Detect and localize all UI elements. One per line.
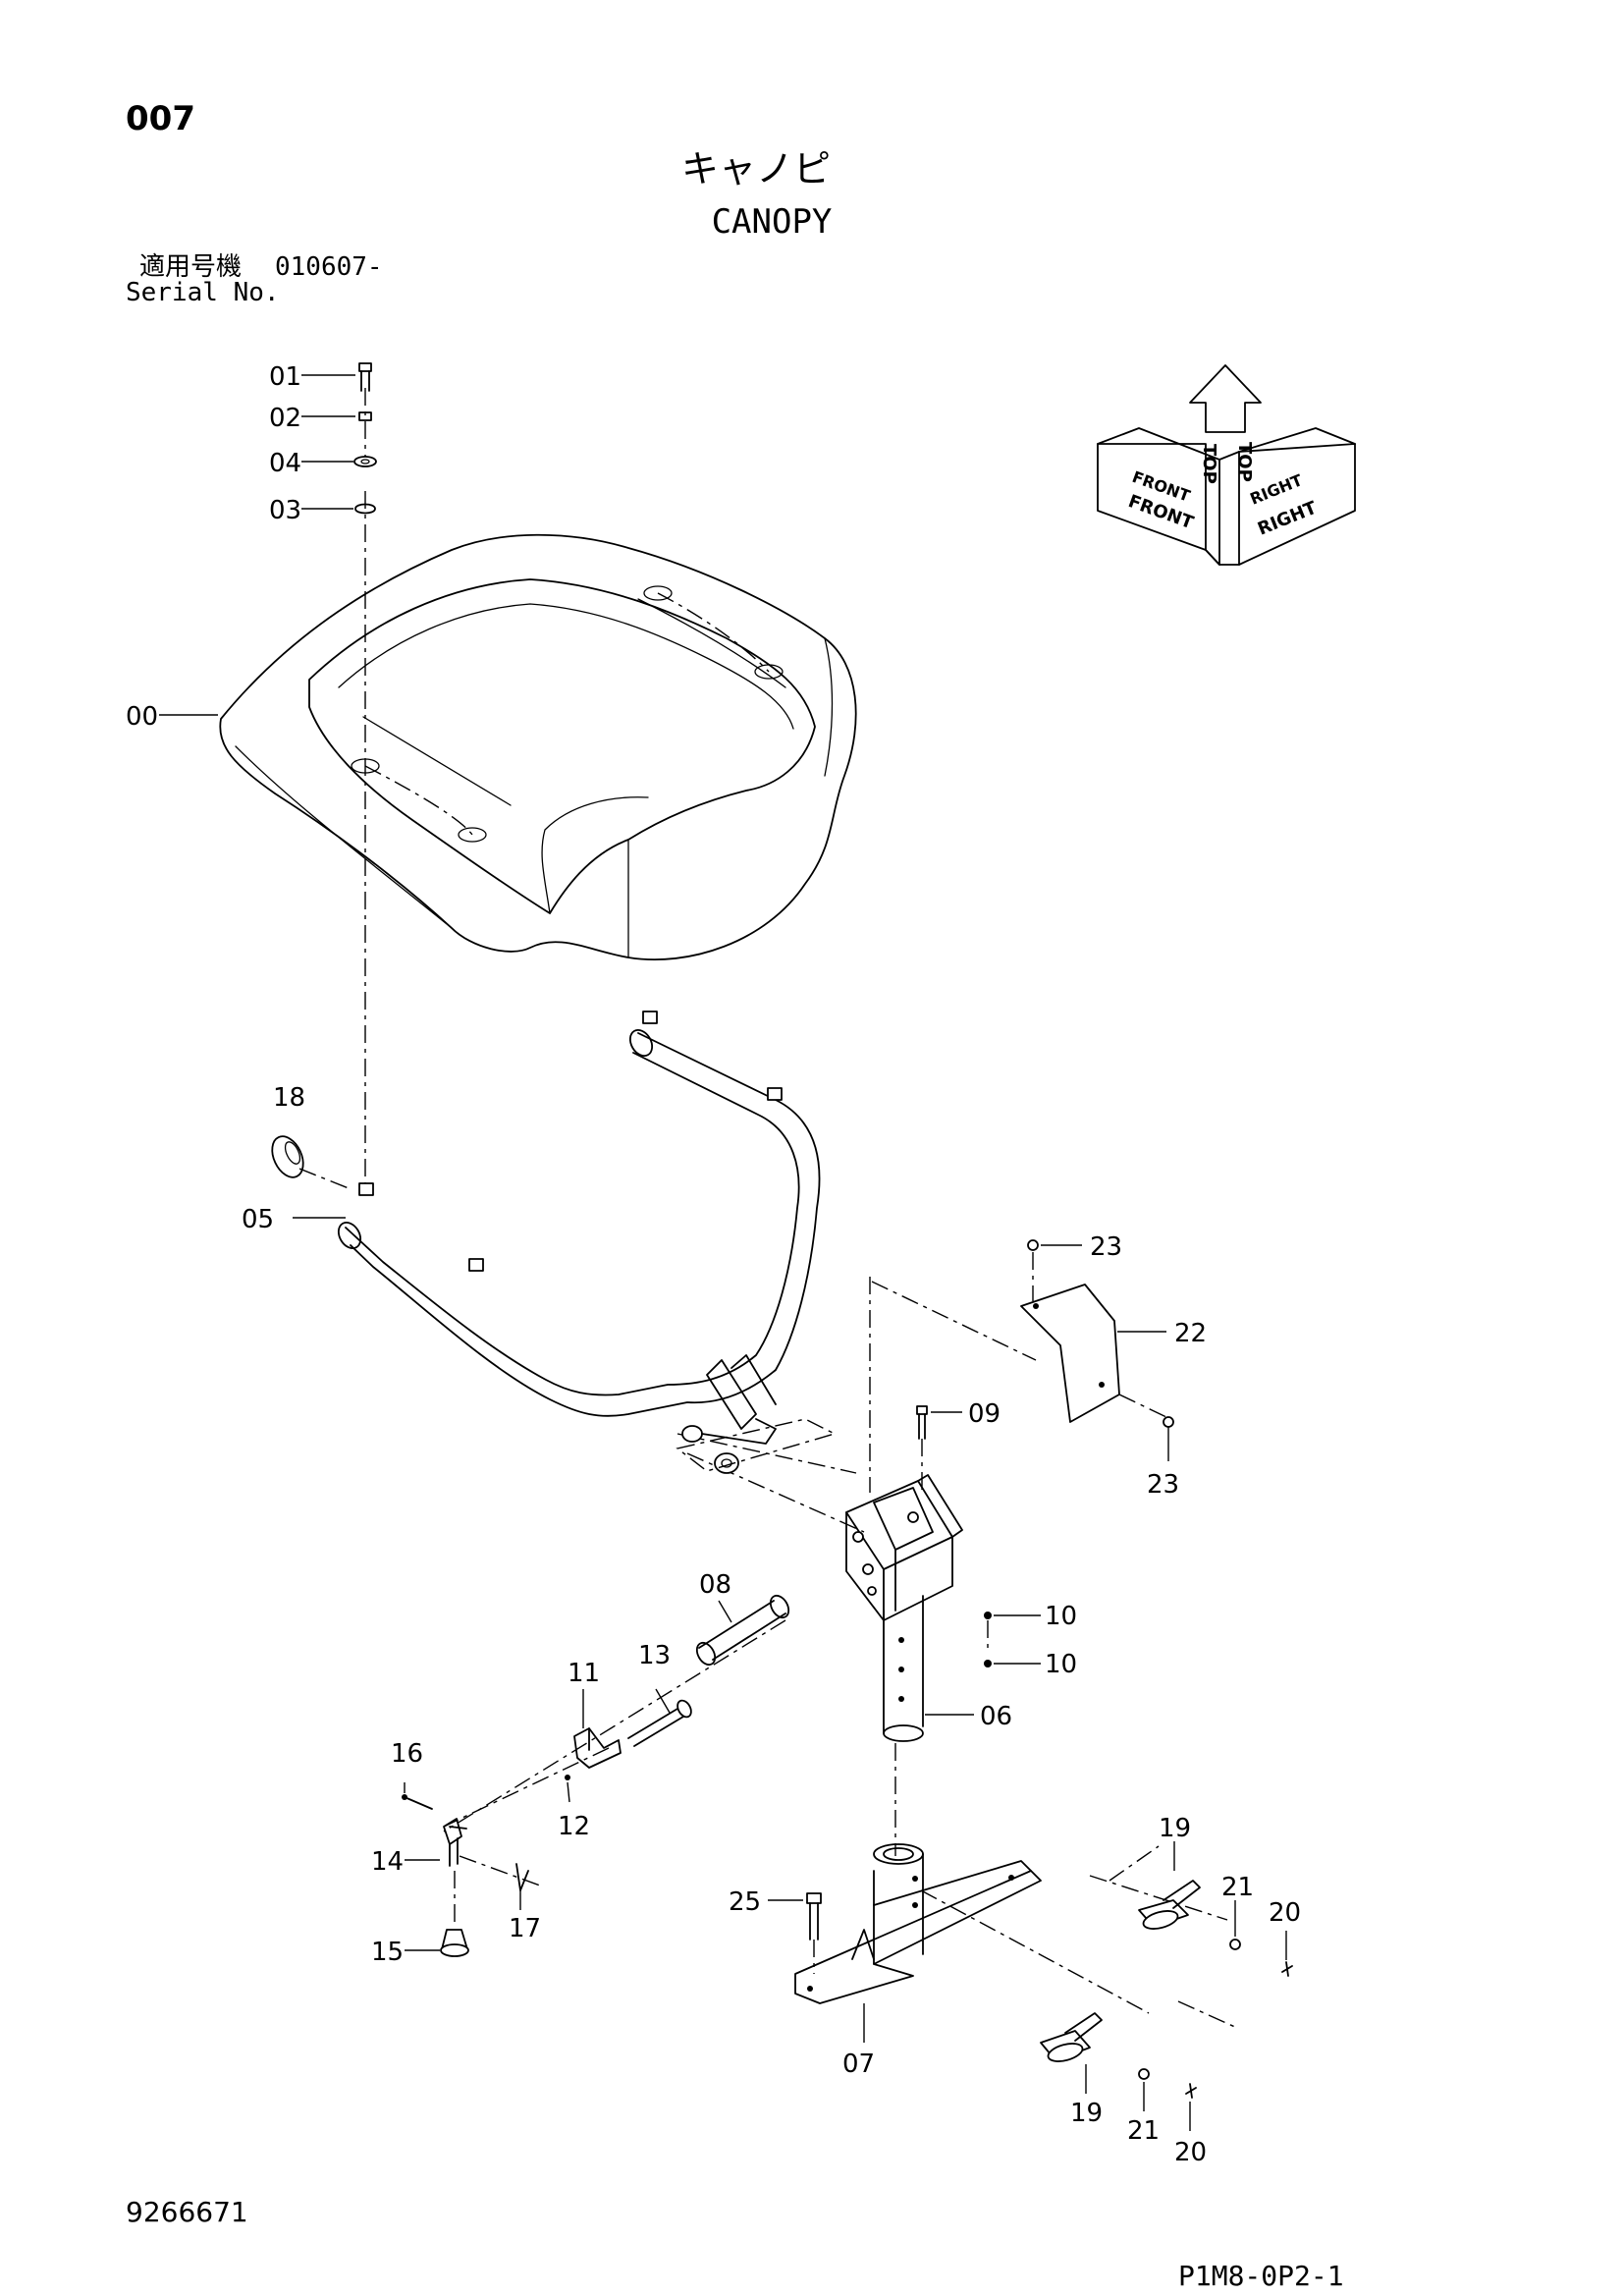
orientation-right-label-2: RIGHT: [1247, 470, 1305, 509]
orientation-arrows-icon: FRONT FRONT TOP TOP RIGHT RIGHT: [1097, 364, 1356, 566]
spring-clip-17: [515, 1863, 529, 1891]
callout-23-bottom: 23: [1147, 1470, 1179, 1500]
serial-label-japanese: 適用号機: [139, 252, 242, 282]
callout-16: 16: [391, 1739, 423, 1769]
page-code: 007: [126, 99, 195, 138]
pin-13: [627, 1699, 692, 1747]
page-reference: P1M8-0P2-1: [1178, 2260, 1344, 2292]
callout-22: 22: [1174, 1319, 1207, 1348]
pin-08: [695, 1594, 790, 1667]
canopy-roof: [219, 533, 857, 961]
pin-16: [404, 1796, 433, 1810]
title-english: CANOPY: [712, 202, 833, 242]
washer-21-lower: [1138, 2068, 1150, 2080]
post-bracket: [845, 1474, 963, 1742]
orientation-top-label-2: TOP: [1234, 442, 1255, 482]
callout-08: 08: [699, 1570, 731, 1600]
callout-18: 18: [273, 1083, 305, 1113]
orientation-top-label: TOP: [1199, 444, 1219, 484]
callout-04: 04: [269, 449, 301, 478]
callout-01: 01: [269, 362, 301, 392]
nut-10-upper: [984, 1612, 992, 1619]
knob-15: [440, 1929, 469, 1957]
callout-06: 06: [980, 1702, 1012, 1731]
canopy-frame-tube: [337, 1011, 837, 1474]
bolt-09: [916, 1405, 928, 1440]
callout-03: 03: [269, 496, 301, 525]
handle-19-lower: [1040, 2012, 1103, 2062]
wing-nut-20-lower: [1185, 2083, 1197, 2099]
handle-19-upper: [1138, 1880, 1201, 1930]
callout-00: 00: [126, 702, 158, 732]
base-socket: [794, 1843, 1042, 2004]
callout-23-top: 23: [1090, 1232, 1122, 1262]
callout-17: 17: [509, 1914, 541, 1943]
mounting-plate: [1020, 1239, 1174, 1428]
callout-15: 15: [371, 1938, 404, 1967]
callout-07: 07: [842, 2050, 875, 2079]
screw-12: [565, 1775, 570, 1780]
serial-value: 010607-: [275, 252, 383, 282]
callout-05: 05: [242, 1205, 274, 1234]
callout-25: 25: [729, 1887, 761, 1917]
lever-14: [443, 1818, 467, 1867]
callout-11: 11: [568, 1659, 600, 1688]
callout-10-lower: 10: [1045, 1650, 1077, 1679]
callout-21-upper: 21: [1221, 1873, 1254, 1902]
clip-11: [573, 1727, 622, 1769]
bolt-stack: [353, 362, 377, 515]
callout-10-upper: 10: [1045, 1602, 1077, 1631]
nut-10-lower: [984, 1660, 992, 1667]
serial-label-english: Serial No.: [126, 278, 280, 307]
callout-20-lower: 20: [1174, 2138, 1207, 2167]
wing-nut-20-upper: [1281, 1961, 1293, 1977]
callout-13: 13: [638, 1641, 671, 1670]
callout-14: 14: [371, 1847, 404, 1877]
bolt-25: [806, 1892, 822, 1941]
title-japanese: キャノピ: [681, 147, 831, 191]
callout-21-lower: 21: [1127, 2116, 1160, 2146]
washer-21-upper: [1229, 1939, 1241, 1950]
callout-12: 12: [558, 1812, 590, 1841]
grommet: [271, 1135, 304, 1178]
callout-19-upper: 19: [1159, 1814, 1191, 1843]
callout-02: 02: [269, 404, 301, 433]
callout-19-lower: 19: [1070, 2099, 1103, 2128]
callout-09: 09: [968, 1399, 1001, 1429]
drawing-number: 9266671: [126, 2196, 248, 2228]
callout-20-upper: 20: [1269, 1898, 1301, 1928]
